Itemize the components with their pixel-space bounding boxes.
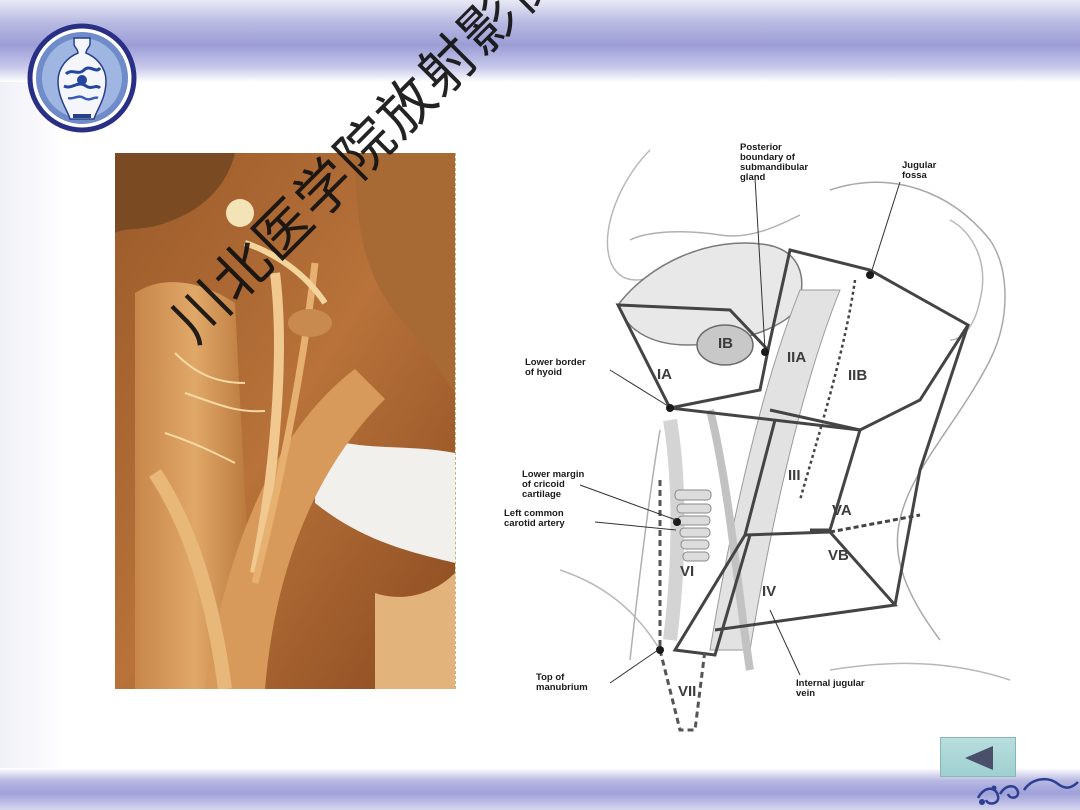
- triangle-left-icon: [965, 746, 993, 770]
- level-iia: IIA: [787, 349, 806, 366]
- back-button[interactable]: [940, 737, 1016, 777]
- label-lower-margin-cricoid: Lower margin of cricoid cartilage: [522, 469, 587, 500]
- level-vb: VB: [828, 547, 849, 564]
- level-ib: IB: [718, 335, 733, 352]
- header-band: [0, 0, 1080, 82]
- label-posterior-boundary: Posterior boundary of submandibular glan…: [740, 142, 811, 183]
- left-margin-strip: [0, 82, 66, 768]
- label-left-common-carotid: Left common carotid artery: [504, 508, 566, 529]
- label-lower-border-hyoid: Lower border of hyoid: [525, 357, 588, 378]
- level-ia: IA: [657, 366, 672, 383]
- neck-dissection-photo: [115, 153, 456, 689]
- neck-lymph-node-levels-diagram: Posterior boundary of submandibular glan…: [504, 142, 1011, 732]
- level-vii: VII: [678, 683, 696, 700]
- level-vi: VI: [680, 563, 694, 580]
- vase-logo-icon: [27, 23, 137, 133]
- level-iib: IIB: [848, 367, 867, 384]
- decorative-flourish-icon: [976, 777, 1079, 805]
- level-iii: III: [788, 467, 801, 484]
- level-va: VA: [832, 502, 852, 519]
- level-iv: IV: [762, 583, 776, 600]
- label-jugular-fossa: Jugular fossa: [902, 160, 939, 181]
- footer-band: [0, 768, 1080, 810]
- label-top-of-manubrium: Top of manubrium: [536, 672, 588, 693]
- label-internal-jugular-vein: Internal jugular vein: [796, 678, 867, 699]
